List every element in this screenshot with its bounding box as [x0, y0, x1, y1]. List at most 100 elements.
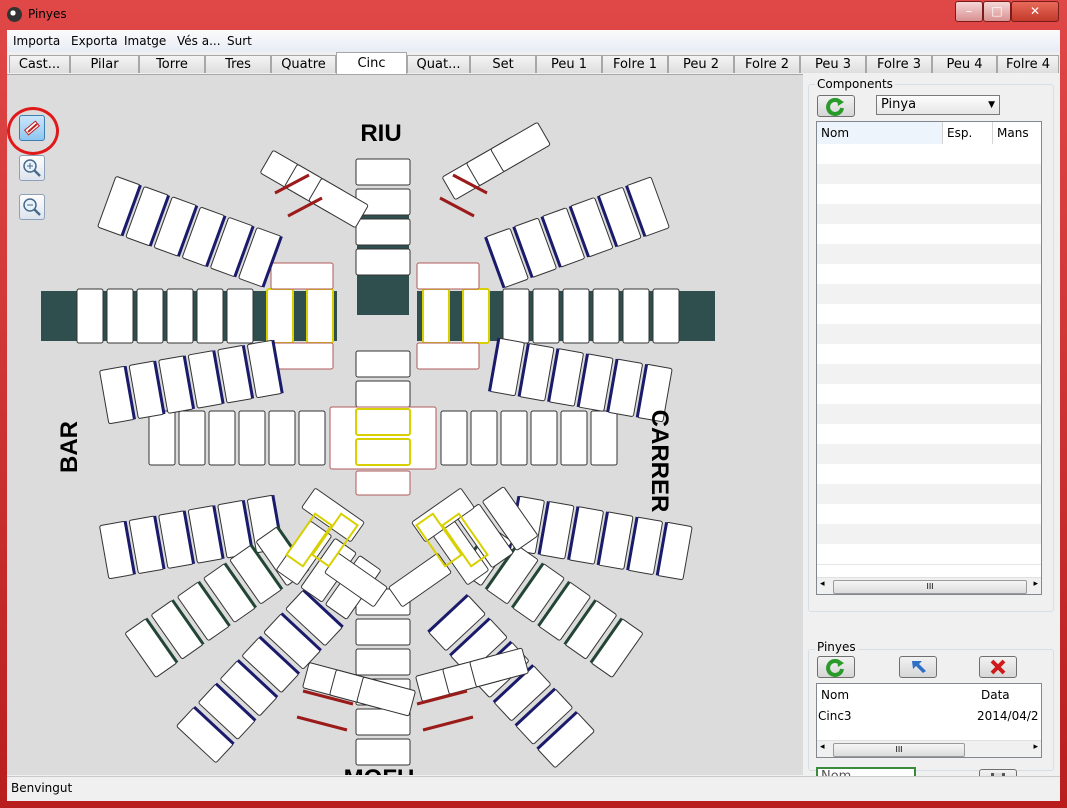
- pinya-canvas[interactable]: RIU BAR CARRER MOFU: [7, 74, 803, 775]
- pinya-cell-stripe: [280, 612, 322, 652]
- tab-set[interactable]: Set: [470, 55, 536, 73]
- col-mans[interactable]: Mans: [993, 122, 1041, 144]
- col-esp[interactable]: Esp.: [943, 122, 993, 144]
- tab-folre-2[interactable]: Folre 2: [734, 55, 800, 73]
- load-pinya-button[interactable]: [899, 656, 937, 678]
- tab-pilar[interactable]: Pilar: [70, 55, 139, 73]
- zoom-in-icon[interactable]: [19, 155, 45, 181]
- tab-peu-1[interactable]: Peu 1: [536, 55, 602, 73]
- close-button[interactable]: ✕: [1011, 1, 1059, 22]
- table-row[interactable]: [817, 444, 1041, 465]
- pinya-row[interactable]: Cinc3 2014/04/2: [817, 706, 1041, 726]
- table-row[interactable]: [817, 344, 1041, 365]
- pinya-cell: [568, 197, 613, 258]
- menu-importa[interactable]: Importa: [13, 34, 61, 48]
- tab-peu-2[interactable]: Peu 2: [668, 55, 734, 73]
- pinya-cell: [158, 355, 196, 414]
- pinyes-scroll-thumb[interactable]: III: [833, 743, 965, 757]
- tab-folre-1[interactable]: Folre 1: [602, 55, 668, 73]
- pinya-cell-stripe: [182, 510, 196, 565]
- pinya-cell: [264, 612, 322, 669]
- pinya-cell: [226, 288, 254, 344]
- table-row[interactable]: [817, 244, 1041, 265]
- tab-quatre[interactable]: Quatre: [271, 55, 336, 73]
- table-row[interactable]: [817, 144, 1041, 165]
- table-row[interactable]: [817, 164, 1041, 185]
- table-row[interactable]: [817, 424, 1041, 445]
- pinya-cell: [355, 248, 411, 276]
- pinya-cell: [356, 676, 416, 717]
- tab-folre-4[interactable]: Folre 4: [997, 55, 1059, 73]
- pinya-cell: [208, 410, 236, 466]
- maximize-button[interactable]: □: [983, 1, 1011, 22]
- pinya-cell-stripe: [547, 348, 560, 403]
- table-row[interactable]: [817, 324, 1041, 345]
- table-row[interactable]: [817, 484, 1041, 505]
- refresh-components-button[interactable]: [817, 95, 855, 117]
- components-hscrollbar[interactable]: ◂ III ▸: [817, 577, 1041, 594]
- table-row[interactable]: [817, 464, 1041, 485]
- pinya-cell: [203, 562, 258, 623]
- menu-exporta[interactable]: Exporta: [71, 34, 118, 48]
- table-row[interactable]: [817, 204, 1041, 225]
- pinya-cell: [490, 122, 551, 172]
- delete-pinya-button[interactable]: [979, 656, 1017, 678]
- minimize-button[interactable]: –: [955, 1, 983, 22]
- pinya-cell-stripe: [517, 343, 530, 397]
- tab-cinc[interactable]: Cinc: [336, 52, 407, 74]
- table-row[interactable]: [817, 184, 1041, 205]
- pinya-cell: [355, 218, 411, 246]
- pinya-cell-stripe: [171, 599, 205, 646]
- tab-quat[interactable]: Quat...: [407, 55, 470, 73]
- col-pinya-nom[interactable]: Nom: [817, 684, 977, 706]
- component-type-select[interactable]: Pinya ▼: [876, 95, 1000, 115]
- tab-folre-3[interactable]: Folre 3: [866, 55, 932, 73]
- zoom-out-icon[interactable]: [19, 194, 45, 220]
- pinya-cell: [217, 500, 255, 559]
- col-pinya-data[interactable]: Data: [977, 684, 1041, 706]
- tab-cast[interactable]: Cast...: [9, 55, 70, 73]
- tab-peu-4[interactable]: Peu 4: [932, 55, 997, 73]
- status-bar: Benvingut: [7, 776, 1060, 801]
- pinya-cell-stripe: [540, 216, 562, 268]
- components-scroll-thumb[interactable]: III: [833, 580, 1027, 594]
- table-row[interactable]: [817, 224, 1041, 245]
- table-row[interactable]: [817, 544, 1041, 565]
- menu-ves-a[interactable]: Vés a...: [177, 34, 221, 48]
- menu-imatge[interactable]: Imatge: [124, 34, 167, 48]
- scroll-left-icon[interactable]: ◂: [820, 742, 825, 752]
- pinya-cell-stripe: [261, 235, 283, 288]
- table-row[interactable]: [817, 284, 1041, 305]
- pinya-cell-stripe: [449, 617, 491, 657]
- pinya-cell: [266, 288, 294, 344]
- tab-peu-3[interactable]: Peu 3: [800, 55, 866, 73]
- table-row[interactable]: [817, 304, 1041, 325]
- pinya-cell-stripe: [655, 521, 669, 576]
- pinyes-hscrollbar[interactable]: ◂ III ▸: [817, 740, 1041, 757]
- components-table[interactable]: Nom Esp. Mans ◂ III ▸: [816, 121, 1042, 595]
- scroll-right-icon[interactable]: ▸: [1033, 742, 1038, 752]
- table-row[interactable]: [817, 264, 1041, 285]
- table-row[interactable]: [817, 504, 1041, 525]
- tab-torre[interactable]: Torre: [139, 55, 205, 73]
- table-row[interactable]: [817, 404, 1041, 425]
- refresh-pinyes-button[interactable]: [817, 656, 855, 678]
- table-row[interactable]: [817, 364, 1041, 385]
- table-row[interactable]: [817, 384, 1041, 405]
- scroll-left-icon[interactable]: ◂: [820, 579, 825, 589]
- table-row[interactable]: [817, 524, 1041, 545]
- pinyes-table[interactable]: Nom Data Cinc3 2014/04/2 ◂ III ▸: [816, 683, 1042, 758]
- pinya-cell: [502, 288, 530, 344]
- menu-surt[interactable]: Surt: [227, 34, 252, 48]
- pinya-cell: [355, 470, 411, 496]
- pinya-cell-body: [482, 486, 538, 551]
- pinya-cell: [514, 687, 573, 745]
- col-nom[interactable]: Nom: [817, 122, 943, 144]
- pinya-cell: [606, 358, 643, 417]
- scroll-right-icon[interactable]: ▸: [1033, 579, 1038, 589]
- pinya-cell: [355, 158, 411, 186]
- pinyes-group: [808, 649, 1054, 771]
- tab-tres[interactable]: Tres: [205, 55, 271, 73]
- eraser-icon[interactable]: [19, 115, 45, 141]
